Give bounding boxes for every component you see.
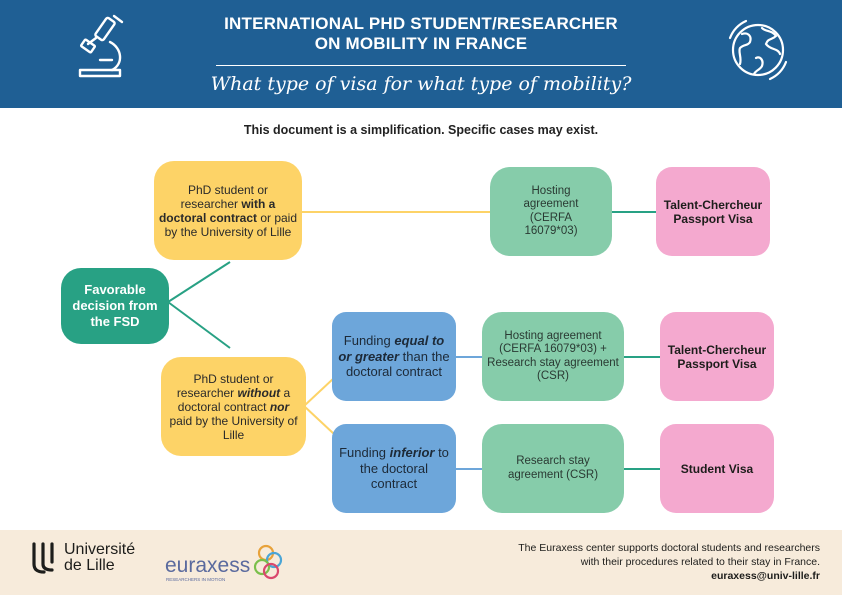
node-with-contract: PhD student or researcher with a doctora…	[154, 161, 302, 260]
with-text-2: or paid by the University of Lille	[164, 210, 298, 239]
universite-lille-logo: Université de Lille	[30, 542, 135, 574]
title-line-1: INTERNATIONAL PHD STUDENT/RESEARCHER	[224, 14, 618, 33]
euraxess-tagline: RESEARCHERS IN MOTION	[166, 577, 225, 582]
node-hosting-plus-csr: Hosting agreement (CERFA 16079*03) + Res…	[482, 312, 624, 401]
lille-mark-icon	[32, 542, 54, 574]
without-text-3: paid by the University of Lille	[169, 413, 298, 442]
without-bold-1: without	[237, 385, 281, 400]
without-bold-2: nor	[269, 399, 290, 414]
hosting-label: Hosting agreement (CERFA 16079*03)	[523, 184, 579, 238]
page-title: INTERNATIONAL PHD STUDENT/RESEARCHER ON …	[160, 14, 682, 54]
connector-root-without	[167, 301, 231, 349]
without-text-2: a doctoral contract	[177, 385, 291, 414]
node-visa-talent-2: Talent-Chercheur Passport Visa	[660, 312, 774, 401]
with-text-1: PhD student or researcher	[180, 182, 269, 211]
node-research-stay: Research stay agreement (CSR)	[482, 424, 624, 513]
visa-talent-1-label: Talent-Chercheur Passport Visa	[663, 197, 763, 226]
connector-without-inferior	[303, 405, 335, 435]
visa-talent-2-label: Talent-Chercheur Passport Visa	[667, 342, 767, 371]
footer: Université de Lille euraxess RESEARCHERS…	[0, 530, 842, 595]
microscope-icon	[78, 14, 124, 78]
title-divider	[216, 65, 626, 66]
footer-line-1: The Euraxess center supports doctoral st…	[518, 542, 820, 554]
inferior-text-1: Funding	[339, 445, 390, 461]
node-visa-talent-1: Talent-Chercheur Passport Visa	[656, 167, 770, 256]
globe-icon	[728, 19, 788, 81]
disclaimer-note: This document is a simplification. Speci…	[243, 123, 599, 137]
visa-student-label: Student Visa	[680, 461, 754, 476]
connector-root-with	[167, 261, 231, 303]
hosting-csr-label: Hosting agreement (CERFA 16079*03) + Res…	[487, 329, 619, 383]
footer-info: The Euraxess center supports doctoral st…	[518, 541, 820, 583]
inferior-bold: inferior	[389, 445, 435, 461]
without-text-1: PhD student or researcher	[176, 371, 274, 400]
node-visa-student: Student Visa	[660, 424, 774, 513]
univ-line-2: de Lille	[64, 557, 115, 574]
page-subtitle: What type of visa for what type of mobil…	[210, 73, 632, 95]
euraxess-wordmark: euraxess	[165, 554, 250, 577]
node-favorable-decision: Favorable decision from the FSD	[61, 268, 169, 344]
root-label: Favorable decision from the FSD	[72, 282, 158, 329]
inferior-text-2: to the doctoral contract	[360, 445, 449, 492]
node-funding-equal: Funding equal to or greater than the doc…	[332, 312, 456, 401]
footer-line-2: with their procedures related to their s…	[580, 556, 820, 568]
euraxess-logo: euraxess RESEARCHERS IN MOTION	[165, 544, 283, 582]
univ-line-1: Université	[64, 541, 136, 558]
header-banner: INTERNATIONAL PHD STUDENT/RESEARCHER ON …	[0, 0, 842, 108]
footer-email-link[interactable]: euraxess@univ-lille.fr	[711, 570, 820, 582]
equal-bold: equal to or greater	[338, 333, 445, 364]
research-stay-label: Research stay agreement (CSR)	[507, 455, 599, 481]
equal-text-1: Funding	[343, 333, 395, 349]
equal-text-2: than the doctoral contract	[345, 348, 450, 380]
title-line-2: ON MOBILITY IN FRANCE	[314, 34, 528, 53]
connector-without-equal	[303, 377, 335, 407]
node-hosting-agreement: Hosting agreement (CERFA 16079*03)	[490, 167, 612, 256]
with-bold: with a doctoral contract	[158, 196, 276, 225]
node-without-contract: PhD student or researcher without a doct…	[161, 357, 306, 456]
node-funding-inferior: Funding inferior to the doctoral contrac…	[332, 424, 456, 513]
